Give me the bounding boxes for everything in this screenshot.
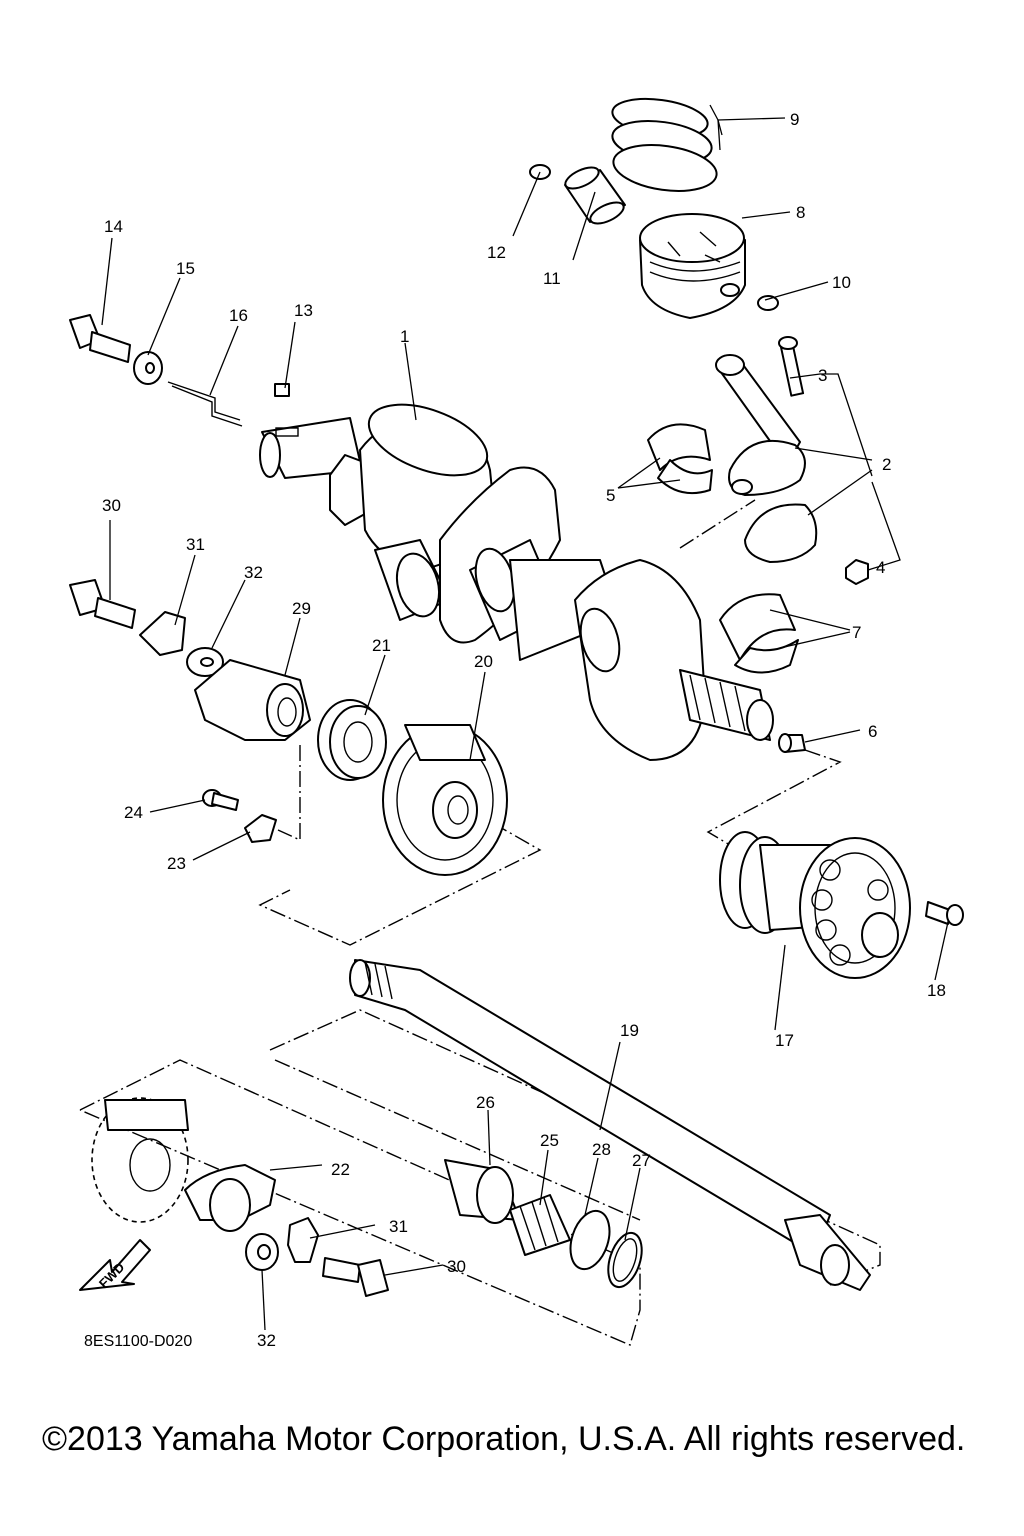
callout-4: 4: [876, 558, 885, 577]
callout-17: 17: [775, 1031, 794, 1050]
callout-3: 3: [818, 366, 827, 385]
bolt-30-lower: [322, 1257, 389, 1297]
callout-32-upper: 32: [244, 563, 263, 582]
callout-6: 6: [868, 722, 877, 741]
collar-26: [444, 1159, 521, 1224]
needle-bearing-25: [509, 1194, 571, 1256]
callout-10: 10: [832, 273, 851, 292]
plate-16: [167, 381, 243, 427]
lock-washer-31-upper: [139, 611, 186, 656]
callout-1: 1: [400, 327, 409, 346]
gear-hidden: [91, 1097, 189, 1223]
callout-29: 29: [292, 599, 311, 618]
screw-24: [202, 789, 239, 811]
piston-pin: [564, 166, 626, 225]
fwd-arrow-icon: FWD: [79, 1239, 151, 1291]
weight-22: [184, 1164, 276, 1232]
callout-8: 8: [796, 203, 805, 222]
bolt-18: [925, 901, 964, 926]
piston: [639, 213, 746, 319]
crankshaft: [259, 403, 774, 761]
callout-2: 2: [882, 455, 891, 474]
callout-14: 14: [104, 217, 123, 236]
callout-31-upper: 31: [186, 535, 205, 554]
drawing-code: 8ES1100-D020: [84, 1333, 192, 1350]
crank-bearing: [719, 593, 799, 674]
callout-13: 13: [294, 301, 313, 320]
callout-9: 9: [790, 110, 799, 129]
piston-pin-clip-10: [757, 295, 779, 311]
bolt-30-upper: [69, 579, 136, 629]
piston-rings: [611, 97, 718, 192]
balancer-weight-29: [194, 659, 311, 741]
callout-5: 5: [606, 486, 615, 505]
callout-16: 16: [229, 306, 248, 325]
callout-7: 7: [852, 623, 861, 642]
washer-32-lower: [245, 1233, 279, 1271]
shaft-19: [349, 959, 871, 1291]
callout-28: 28: [592, 1140, 611, 1159]
callout-21: 21: [372, 636, 391, 655]
callout-12: 12: [487, 243, 506, 262]
callout-31-lower: 31: [389, 1217, 408, 1236]
circlip-28: [569, 1209, 611, 1271]
bearing-21: [317, 699, 387, 781]
crank-plug: [778, 733, 806, 753]
callout-24: 24: [124, 803, 143, 822]
callout-19: 19: [620, 1021, 639, 1040]
callout-23: 23: [167, 854, 186, 873]
leader-lines: [101, 104, 949, 1331]
callout-11: 11: [543, 269, 561, 288]
copyright-footer: ©2013 Yamaha Motor Corporation, U.S.A. A…: [42, 1420, 965, 1458]
callout-30-upper: 30: [102, 496, 121, 515]
gear-20: [382, 724, 508, 876]
bolt-14: [69, 314, 131, 363]
lock-washer-31-lower: [287, 1217, 319, 1263]
washer-32-upper: [186, 647, 224, 677]
rod-nut: [845, 559, 869, 585]
callout-15: 15: [176, 259, 195, 278]
callout-27: 27: [632, 1151, 651, 1170]
callout-22: 22: [331, 1160, 350, 1179]
connecting-rod: [715, 354, 818, 563]
washer-15: [133, 351, 163, 385]
callout-32-lower: 32: [257, 1331, 276, 1350]
callout-20: 20: [474, 652, 493, 671]
rod-bearing: [647, 423, 713, 494]
callout-25: 25: [540, 1131, 559, 1150]
callout-18: 18: [927, 981, 946, 1000]
crank-key: [274, 383, 290, 397]
bearing-housing-17: [719, 831, 911, 979]
ring-27: [607, 1231, 643, 1289]
callout-labels: 1 2 3 4 5 6 7 8 9 10 11 12 13 14 15 16 1…: [102, 110, 946, 1350]
stopper-23: [244, 814, 277, 843]
callout-26: 26: [476, 1093, 495, 1112]
callout-30-lower: 30: [447, 1257, 466, 1276]
rod-bolt: [778, 336, 805, 397]
